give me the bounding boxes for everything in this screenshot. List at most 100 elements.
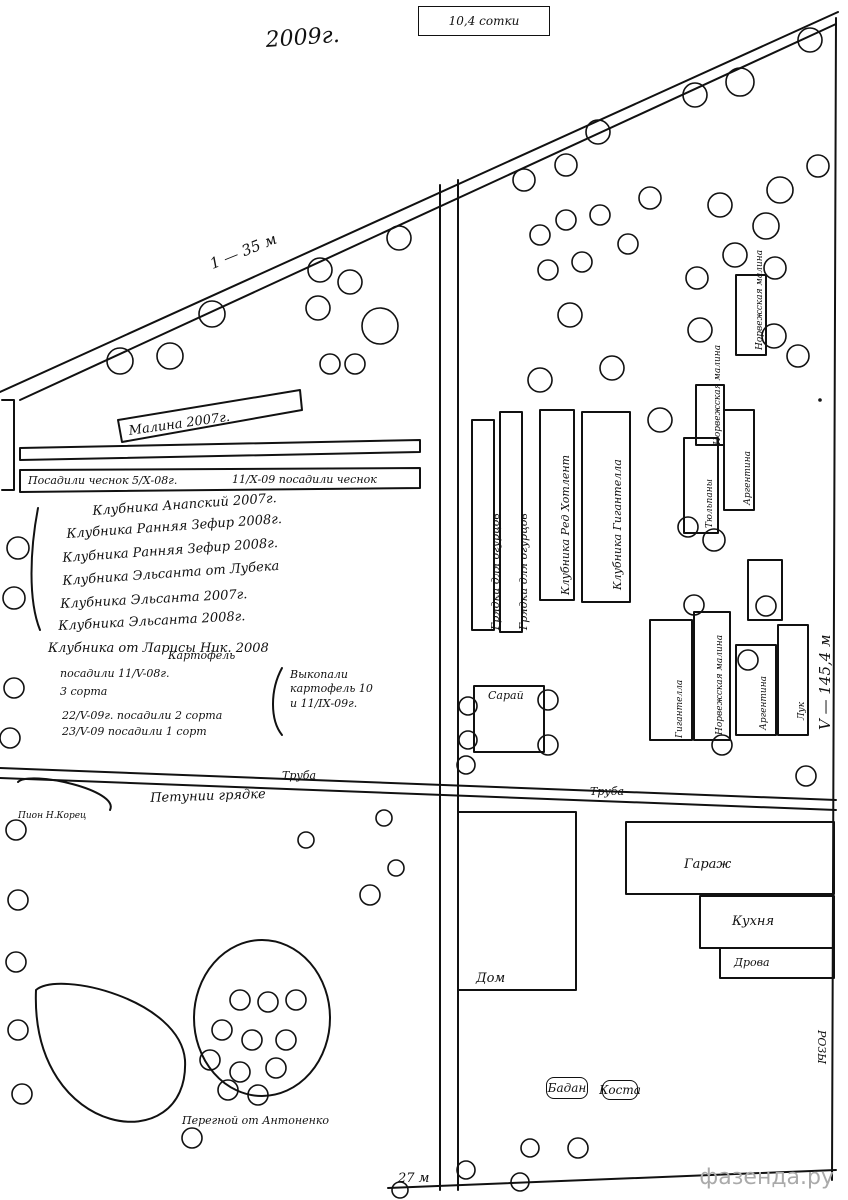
tree-marker	[567, 1137, 589, 1159]
tree-marker	[599, 355, 625, 381]
tree-marker	[391, 1181, 409, 1199]
tree-marker	[265, 1057, 287, 1079]
tree-marker	[0, 727, 21, 749]
nord-3-label: Норвежская малина	[715, 634, 725, 735]
year-label: 2009г.	[264, 22, 341, 53]
tree-marker	[319, 353, 341, 375]
tree-marker	[181, 1127, 203, 1149]
tree-marker	[359, 884, 381, 906]
garage-label: Гараж	[684, 857, 732, 872]
tree-marker	[589, 204, 611, 226]
raspberry-bed	[117, 389, 303, 443]
kitchen-label: Кухня	[732, 914, 775, 929]
onion-label: Лук	[797, 701, 807, 720]
cucumber-bed-1	[471, 419, 495, 631]
tree-marker	[647, 407, 673, 433]
peregnoy-label: Перегной от Антоненко	[182, 1114, 330, 1127]
tree-marker	[527, 367, 553, 393]
strawberry-line-7: Клубника от Ларисы Ник. 2008	[48, 641, 269, 656]
garlic-bed-1	[19, 439, 421, 461]
strawberry-bed-1-label: Клубника Ред Хотлент	[559, 454, 572, 595]
tree-marker	[458, 730, 478, 750]
tree-marker	[458, 696, 478, 716]
tree-marker	[520, 1138, 540, 1158]
tree-marker	[305, 295, 331, 321]
petunia-label: Петунии грядке	[149, 786, 266, 806]
nord-2-label: Норвежская малина	[755, 249, 765, 350]
tree-marker	[617, 233, 639, 255]
peony-bed	[17, 777, 112, 811]
firewood-label: Дрова	[734, 956, 770, 969]
tree-marker	[571, 251, 593, 273]
tree-marker	[512, 168, 536, 192]
tree-marker	[217, 1079, 239, 1101]
tree-marker	[554, 153, 578, 177]
tulip-bed	[683, 437, 719, 534]
firewood	[719, 947, 835, 979]
tree-marker	[722, 242, 748, 268]
potato-bracket	[272, 667, 283, 736]
tree-marker	[529, 224, 551, 246]
tree-marker	[682, 82, 708, 108]
tree-marker	[344, 353, 366, 375]
tree-marker	[386, 225, 412, 251]
tree-marker	[638, 186, 662, 210]
tree-marker	[285, 989, 307, 1011]
tree-marker	[211, 1019, 233, 1041]
tree-marker	[797, 27, 823, 53]
tree-marker	[375, 809, 393, 827]
tree-marker	[677, 516, 699, 538]
argentina-bed-1	[723, 409, 755, 511]
tree-marker	[707, 192, 733, 218]
bottom-dim-label: 27 м	[398, 1171, 430, 1186]
pipe-label: Труба	[282, 769, 317, 782]
badan-label: Бадан	[546, 1077, 588, 1099]
garlic2-label: 11/Х-09 посадили чеснок	[232, 473, 377, 486]
tree-marker	[761, 323, 787, 349]
tree-marker	[7, 889, 29, 911]
tulips-label: Тюльпаны	[705, 479, 715, 528]
strawberry-bed-2	[581, 411, 631, 603]
roses-label: РОЗЫ	[815, 1030, 828, 1065]
cucumber-bed-2	[499, 411, 523, 633]
tree-marker	[687, 317, 713, 343]
tree-marker	[752, 212, 780, 240]
argentina-1-label: Аргентина	[743, 450, 753, 505]
tree-marker	[229, 989, 251, 1011]
cucumber-bed-1-label: Грядки для огурцов	[489, 513, 502, 630]
tree-marker	[275, 1029, 297, 1051]
tree-marker	[725, 67, 755, 97]
gigantella-bed	[649, 619, 693, 741]
tree-marker	[307, 257, 333, 283]
peony-label: Пион Н.Корец	[18, 811, 87, 821]
barn	[473, 685, 545, 753]
pipe2-label: Труба	[590, 785, 625, 798]
pepper-circle	[193, 939, 331, 1097]
strawberry-line-6: Клубника Эльсанта 2008г.	[57, 609, 246, 634]
tree-marker	[537, 689, 559, 711]
dimension-top-label: 1 — 35 м	[207, 229, 280, 273]
tree-marker	[806, 154, 830, 178]
tree-marker	[2, 586, 26, 610]
tree-marker	[557, 302, 583, 328]
potato-dug-label: Выкопали картофель 10 и 11/IХ-09г.	[290, 668, 373, 710]
potato-line-4: 23/V-09 посадили 1 сорт	[62, 725, 207, 738]
tree-marker	[510, 1172, 530, 1192]
path-horizontal-2	[0, 777, 837, 811]
watermark: фазенда.ру	[699, 1165, 834, 1190]
tree-marker	[537, 259, 559, 281]
house	[457, 811, 577, 991]
tree-marker	[199, 1049, 221, 1071]
tree-marker	[537, 734, 559, 756]
garlic-label: Посадили чеснок 5/Х-08г.	[28, 474, 178, 487]
tree-marker	[106, 347, 134, 375]
tree-marker	[337, 269, 363, 295]
tree-marker	[683, 594, 705, 616]
tree-marker	[755, 595, 777, 617]
tree-marker	[702, 528, 726, 552]
tree-marker	[456, 1160, 476, 1180]
tree-marker	[766, 176, 794, 204]
tree-marker	[7, 1019, 29, 1041]
tree-marker	[198, 300, 226, 328]
tree-marker	[585, 119, 611, 145]
